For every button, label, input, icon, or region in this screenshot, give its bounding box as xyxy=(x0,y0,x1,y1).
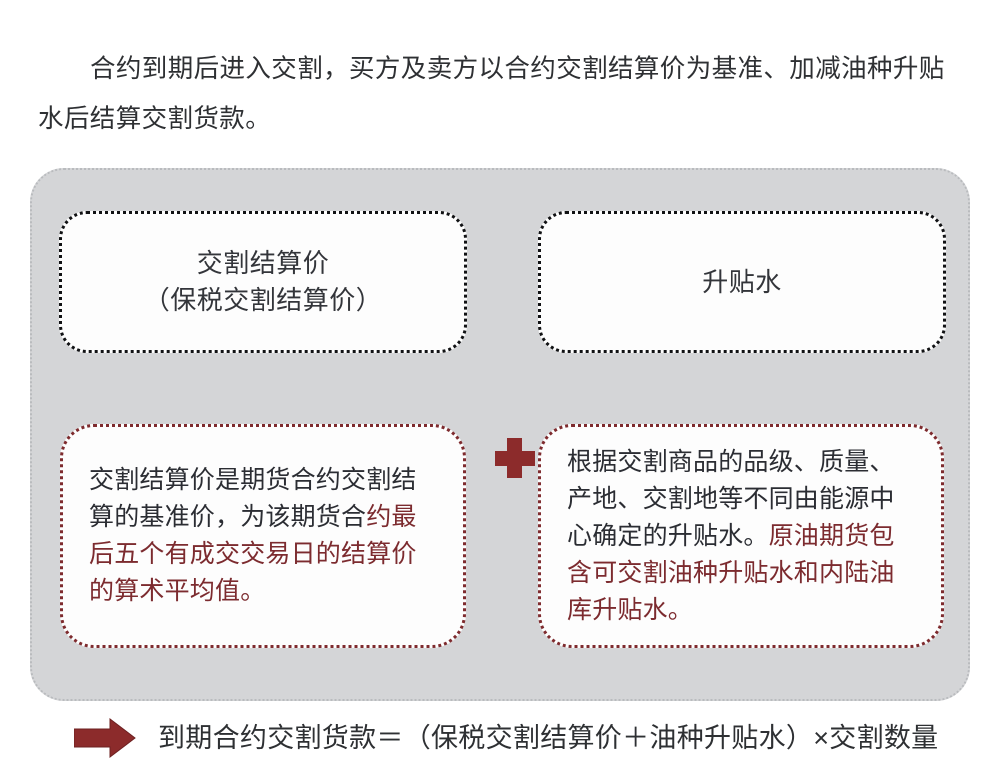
concept-box-premium-discount-line1: 升贴水 xyxy=(702,266,782,297)
detail-segment-red: 约最后五个有成交交易日的结算价的算术平均值。 xyxy=(89,503,417,605)
formula-text: 到期合约交割货款＝（保税交割结算价＋油种升贴水）×交割数量 xyxy=(158,723,939,753)
intro-paragraph: 合约到期后进入交割，买方及卖方以合约交割结算价为基准、加减油种升贴水后结算交割货… xyxy=(38,54,945,133)
concept-box-settlement-price: 交割结算价 （保税交割结算价） xyxy=(59,211,467,353)
concept-box-settlement-price-line2: （保税交割结算价） xyxy=(143,285,383,315)
plus-sign-icon xyxy=(495,438,535,478)
detail-box-premium-discount: 根据交割商品的品级、质量、产地、交割地等不同由能源中心确定的升贴水。原油期货包含… xyxy=(538,424,944,648)
formula-row: 到期合约交割货款＝（保税交割结算价＋油种升贴水）×交割数量 xyxy=(74,718,938,758)
right-arrow-icon xyxy=(74,718,136,758)
plus-bar-vertical xyxy=(507,438,522,478)
detail-box-settlement-price: 交割结算价是期货合约交割结算的基准价，为该期货合约最后五个有成交交易日的结算价的… xyxy=(60,424,466,648)
detail-box-premium-discount-text: 根据交割商品的品级、质量、产地、交割地等不同由能源中心确定的升贴水。原油期货包含… xyxy=(567,444,915,629)
detail-segment-dark: 根据交割商品的品级、质量、产地、交割地等不同由能源中心确定的升贴水。 xyxy=(567,447,895,550)
detail-box-settlement-price-text: 交割结算价是期货合约交割结算的基准价，为该期货合约最后五个有成交交易日的结算价的… xyxy=(89,462,437,610)
concept-box-premium-discount: 升贴水 xyxy=(538,211,946,353)
concept-box-settlement-price-line1: 交割结算价 xyxy=(196,248,330,278)
detail-segment-dark: 交割结算价是期货合约交割结算的基准价，为该期货合 xyxy=(89,466,417,531)
detail-segment-red: 原油期货包含可交割油种升贴水和内陆油库升贴水。 xyxy=(567,521,895,624)
